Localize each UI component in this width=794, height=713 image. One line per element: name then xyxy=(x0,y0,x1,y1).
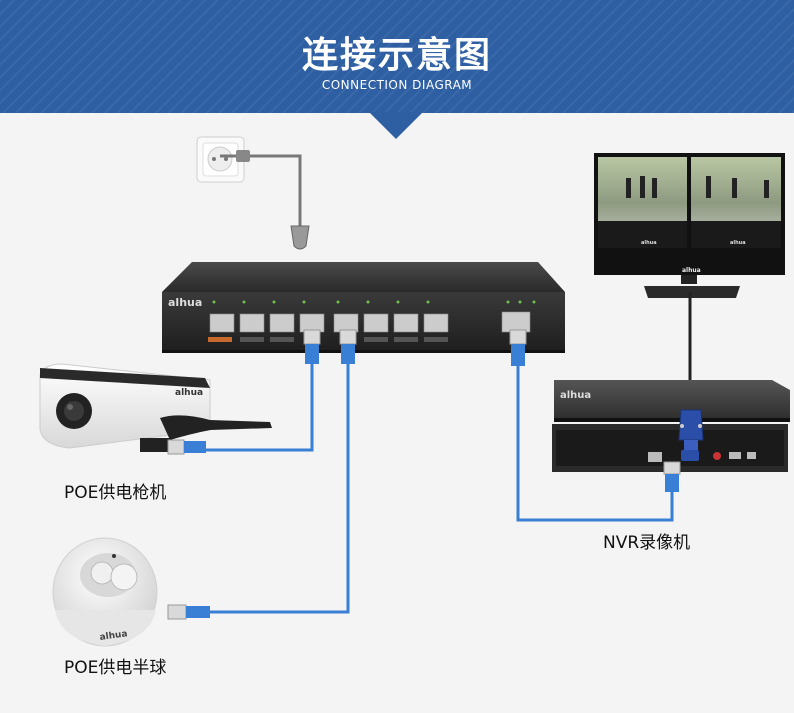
nvr-lan-port xyxy=(648,452,662,462)
switch-port xyxy=(393,313,419,333)
page-subtitle: CONNECTION DIAGRAM xyxy=(321,78,473,92)
label-poe-dome-camera: POE供电半球 xyxy=(64,658,167,678)
nvr-hdmi-port xyxy=(729,452,741,459)
cable-switch-to-bullet xyxy=(206,360,314,452)
rj45-plug-icon xyxy=(663,461,681,492)
rj45-plug-icon xyxy=(339,329,357,364)
switch-port xyxy=(239,313,265,333)
power-plug-icon xyxy=(290,225,310,250)
switch-port xyxy=(423,313,449,333)
rj45-plug-icon xyxy=(167,604,210,620)
nvr-brand-logo: alhua xyxy=(560,390,591,401)
header-banner xyxy=(0,0,794,113)
camera-brand-logo: alhua xyxy=(175,388,203,398)
nvr-audio-port xyxy=(713,452,721,460)
rj45-plug-icon xyxy=(303,329,321,364)
poe-switch: alhua xyxy=(162,262,565,353)
vga-connector-icon xyxy=(678,409,704,450)
rj45-plug-icon xyxy=(167,439,206,455)
svg-text:alhua: alhua xyxy=(641,240,657,246)
switch-port xyxy=(299,313,325,333)
label-nvr-recorder: NVR录像机 xyxy=(603,533,691,553)
switch-port xyxy=(209,313,235,333)
nvr-vga-port xyxy=(681,450,699,461)
rj45-plug-icon xyxy=(509,329,527,366)
wall-outlet-icon xyxy=(196,136,245,183)
cable-switch-to-dome xyxy=(210,360,350,614)
dome-camera: alhua xyxy=(52,537,158,647)
monitor-brand-logo: alhua xyxy=(682,267,701,274)
page-title: 连接示意图 xyxy=(301,35,492,76)
switch-uplink-port xyxy=(501,311,531,333)
switch-brand-logo: alhua xyxy=(168,296,202,309)
switch-port xyxy=(363,313,389,333)
monitor: alhua alhua alhua xyxy=(594,153,785,298)
bullet-camera: alhua xyxy=(39,363,272,452)
header-notch xyxy=(369,112,423,139)
label-poe-bullet-camera: POE供电枪机 xyxy=(64,483,167,503)
nvr-usb-port xyxy=(747,452,756,459)
power-plug-head xyxy=(236,150,250,162)
svg-text:alhua: alhua xyxy=(730,240,746,246)
nvr-recorder: alhua xyxy=(552,380,790,472)
poe-port-indicator xyxy=(208,337,232,342)
cable-switch-to-nvr xyxy=(516,360,674,522)
switch-port xyxy=(333,313,359,333)
switch-port xyxy=(269,313,295,333)
svg-text:alhua: alhua xyxy=(99,629,128,643)
